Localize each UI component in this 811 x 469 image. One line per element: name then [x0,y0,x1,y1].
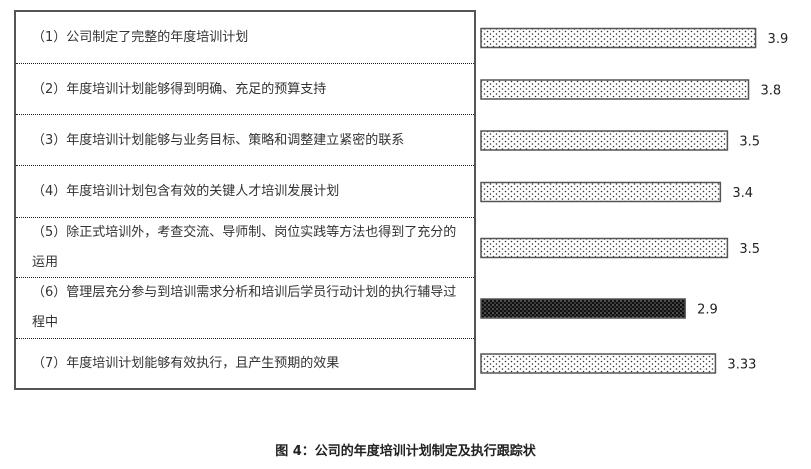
category-row: （4）年度培训计划包含有效的关键人才培训发展计划 [16,166,474,218]
chart-title: 图 4：公司的年度培训计划制定及执行跟踪状 [275,444,536,459]
category-label: （5）除正式培训外，考查交流、导师制、岗位实践等方法也得到了充分的运用 [32,225,457,270]
category-label: （7）年度培训计划能够有效执行，且产生预期的效果 [32,355,340,371]
category-row: （7）年度培训计划能够有效执行，且产生预期的效果 [16,339,474,388]
data-label: 3.8 [761,84,782,99]
category-row: （6）管理层充分参与到培训需求分析和培训后学员行动计划的执行辅导过程中 [16,278,474,339]
data-label: 3.5 [739,242,760,257]
category-row: （1）公司制定了完整的年度培训计划 [16,12,474,64]
bar [480,79,750,100]
bar [480,130,729,151]
bar [480,237,729,259]
bar [480,298,686,319]
bar [480,27,757,49]
data-label: 2.9 [697,303,718,318]
category-row: （5）除正式培训外，考查交流、导师制、岗位实践等方法也得到了充分的运用 [16,218,474,278]
data-label: 3.9 [768,32,789,47]
bar [480,181,722,203]
category-label-table: （1）公司制定了完整的年度培训计划 （2）年度培训计划能够得到明确、充足的预算支持… [14,10,476,390]
data-label: 3.5 [739,135,760,150]
category-label: （4）年度培训计划包含有效的关键人才培训发展计划 [32,184,340,199]
data-label: 3.33 [727,358,756,373]
bar [480,353,717,374]
data-label: 3.4 [732,186,753,201]
category-row: （3）年度培训计划能够与业务目标、策略和调整建立紧密的联系 [16,115,474,166]
category-label: （3）年度培训计划能够与业务目标、策略和调整建立紧密的联系 [32,132,405,148]
category-row: （2）年度培训计划能够得到明确、充足的预算支持 [16,64,474,115]
category-label: （1）公司制定了完整的年度培训计划 [32,30,249,45]
category-label: （6）管理层充分参与到培训需求分析和培训后学员行动计划的执行辅导过程中 [32,285,457,330]
category-label: （2）年度培训计划能够得到明确、充足的预算支持 [32,81,327,97]
